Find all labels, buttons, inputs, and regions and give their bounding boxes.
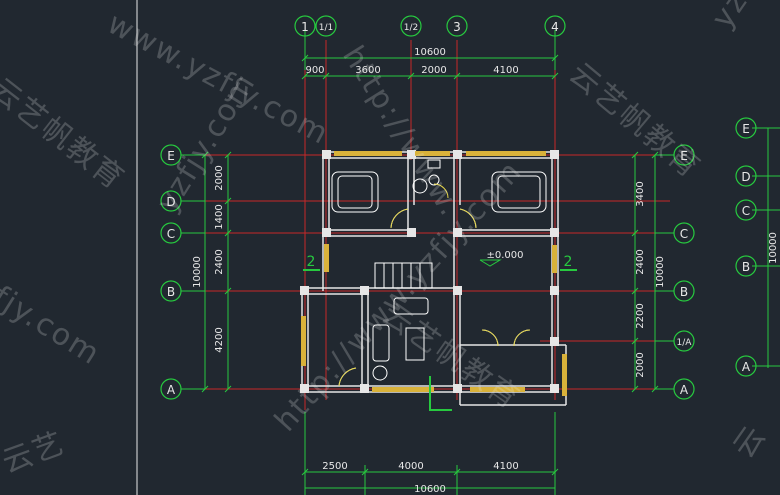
- left-dimension: 1400: [214, 204, 225, 229]
- row-axis-label-right: A: [680, 383, 689, 397]
- section-mark: 2: [564, 254, 573, 270]
- right-dimension: 3400: [635, 181, 646, 206]
- right-dimension: 2000: [635, 352, 646, 377]
- row-axis-label-left: D: [166, 195, 175, 209]
- left-dimension: 4200: [214, 327, 225, 352]
- col-axis-label: 1/1: [319, 23, 333, 33]
- entry-marker: [429, 376, 452, 411]
- top-dimension: 2000: [421, 65, 446, 76]
- bottom-dimension: 4000: [398, 461, 423, 472]
- row-axis-label-far-right: A: [742, 360, 751, 374]
- grid-bubbles: [160, 15, 757, 400]
- windows: [301, 151, 567, 396]
- grid-bubble-leaders: [181, 154, 674, 390]
- walls: [301, 151, 567, 406]
- door-arcs-yellow: [338, 183, 531, 387]
- row-axis-label-far-right: E: [742, 122, 750, 136]
- level-mark-symbol: [479, 259, 502, 267]
- bottom-dimension: 4100: [493, 461, 518, 472]
- top-total-dimension: 10600: [414, 47, 446, 58]
- top-dimension: 900: [305, 65, 324, 76]
- top-dimension: 4100: [493, 65, 518, 76]
- structural-columns: [300, 150, 559, 393]
- row-axis-label-far-right: D: [741, 170, 750, 184]
- row-axis-label-far-right: C: [742, 204, 750, 218]
- axis-lines: [185, 40, 670, 410]
- col-axis-label: 1: [301, 20, 309, 34]
- section-mark: 2: [307, 254, 316, 270]
- row-axis-label-left: C: [167, 227, 175, 241]
- col-axis-label: 1/2: [404, 23, 418, 33]
- row-axis-label-right: B: [680, 285, 688, 299]
- row-axis-label-right: C: [680, 227, 688, 241]
- bottom-dimension: 2500: [322, 461, 347, 472]
- top-dimension: 3600: [355, 65, 380, 76]
- dimension-lines: [201, 30, 780, 495]
- left-total-dimension: 10000: [192, 256, 203, 288]
- right-dimension: 2400: [635, 249, 646, 274]
- bottom-total-dimension: 10600: [414, 484, 446, 495]
- fixtures: [331, 159, 547, 387]
- far-right-total-dimension: 10000: [768, 232, 779, 264]
- col-axis-label: 4: [551, 20, 559, 34]
- row-axis-label-right: 1/A: [677, 338, 693, 348]
- left-dimension: 2000: [214, 165, 225, 190]
- row-axis-label-left: E: [167, 149, 175, 163]
- level-mark: ±0.000: [486, 250, 523, 261]
- bed-right: [491, 171, 547, 213]
- row-axis-label-left: A: [167, 383, 176, 397]
- row-axis-label-far-right: B: [742, 260, 750, 274]
- col-axis-label: 3: [453, 20, 461, 34]
- left-dimension: 2400: [214, 249, 225, 274]
- right-dimension: 2200: [635, 303, 646, 328]
- row-axis-label-left: B: [167, 285, 175, 299]
- right-total-dimension: 10000: [655, 256, 666, 288]
- bed-left: [331, 171, 379, 213]
- row-axis-label-right: E: [680, 149, 688, 163]
